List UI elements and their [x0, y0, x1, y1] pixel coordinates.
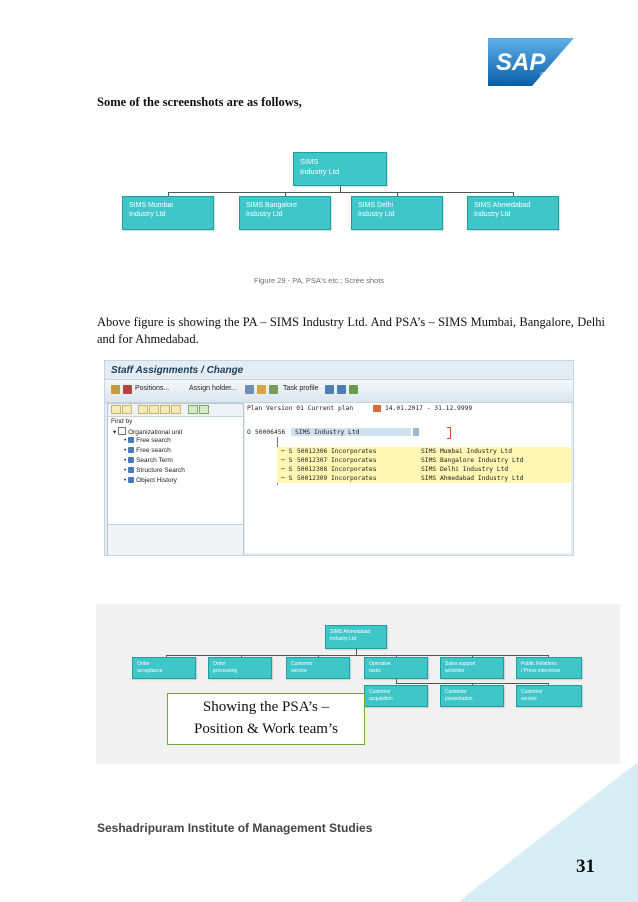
back-icon[interactable] — [111, 405, 121, 414]
table-icon[interactable] — [325, 385, 334, 394]
root-name[interactable]: SIMS Industry Ltd — [295, 429, 360, 436]
org-icon[interactable] — [257, 385, 266, 394]
root-id: 50006456 — [255, 429, 286, 436]
svg-text:®: ® — [540, 71, 546, 80]
people-icon — [128, 457, 135, 463]
callout-box: Showing the PSA’s – Position & Work team… — [167, 693, 365, 745]
gui-toolbar: Positions... Assign holder... Task profi… — [105, 379, 573, 403]
search-pane-toolbar — [108, 404, 243, 417]
people-icon — [128, 447, 135, 453]
page-corner-decoration — [458, 762, 638, 902]
sap-logo-text: SAP — [496, 49, 546, 76]
figure-caption: Figure 29 - PA, PSA's etc.; Scree shots — [253, 276, 385, 285]
tree-structure-search[interactable]: • Structure Search — [124, 467, 185, 474]
people-icon — [128, 437, 135, 443]
tree-object-history[interactable]: • Object History — [124, 477, 177, 484]
collapse-icon[interactable] — [199, 405, 209, 414]
task-icon[interactable] — [269, 385, 278, 394]
sap-logo: SAP ® — [488, 38, 574, 86]
assign-holder-button[interactable]: Assign holder... — [189, 385, 237, 392]
gui-title: Staff Assignments / Change — [111, 365, 244, 376]
page-number: 31 — [576, 856, 595, 877]
up-icon[interactable] — [171, 405, 181, 414]
positions-icon[interactable] — [123, 385, 132, 394]
search-pane: Find by ▾ Organizational unit • Free sea… — [107, 403, 244, 555]
tree-org-unit[interactable]: ▾ Organizational unit — [113, 427, 183, 436]
favorite-icon[interactable] — [149, 405, 159, 414]
person-icon[interactable] — [245, 385, 254, 394]
people-icon — [128, 477, 135, 483]
tree-free-search-2[interactable]: • Free search — [124, 447, 171, 454]
tree-free-search-1[interactable]: • Free search — [124, 437, 171, 444]
psa-node-public-relations: Public Relations/ Press interviews — [516, 657, 582, 679]
task-profile-button[interactable]: Task profile — [283, 385, 319, 392]
structure-pane: Plan Version 01 Current plan 14.01.2017 … — [245, 403, 571, 553]
find-icon[interactable] — [138, 405, 148, 414]
positions-button[interactable]: Positions... — [135, 385, 170, 392]
chart-icon[interactable] — [349, 385, 358, 394]
description-paragraph: Above figure is showing the PA – SIMS In… — [97, 315, 605, 347]
footer-institute: Seshadripuram Institute of Management St… — [97, 821, 373, 835]
plan-version: Plan Version 01 Current plan — [247, 405, 354, 412]
list-icon[interactable] — [337, 385, 346, 394]
people-icon — [128, 467, 135, 473]
find-by-label: Find by — [111, 418, 133, 425]
tree-icon[interactable] — [160, 405, 170, 414]
expand-icon[interactable] — [188, 405, 198, 414]
search-results-area — [108, 524, 243, 555]
date-range: 14.01.2017 - 31.12.9999 — [385, 405, 473, 412]
calendar-icon[interactable] — [373, 405, 381, 412]
edit-icon[interactable] — [111, 385, 120, 394]
root-type: O — [247, 429, 251, 436]
tree-search-term[interactable]: • Search Term — [124, 457, 173, 464]
sap-gui-screenshot: Staff Assignments / Change Positions... … — [104, 360, 574, 556]
intro-text: Some of the screenshots are as follows, — [97, 95, 302, 109]
forward-icon[interactable] — [122, 405, 132, 414]
